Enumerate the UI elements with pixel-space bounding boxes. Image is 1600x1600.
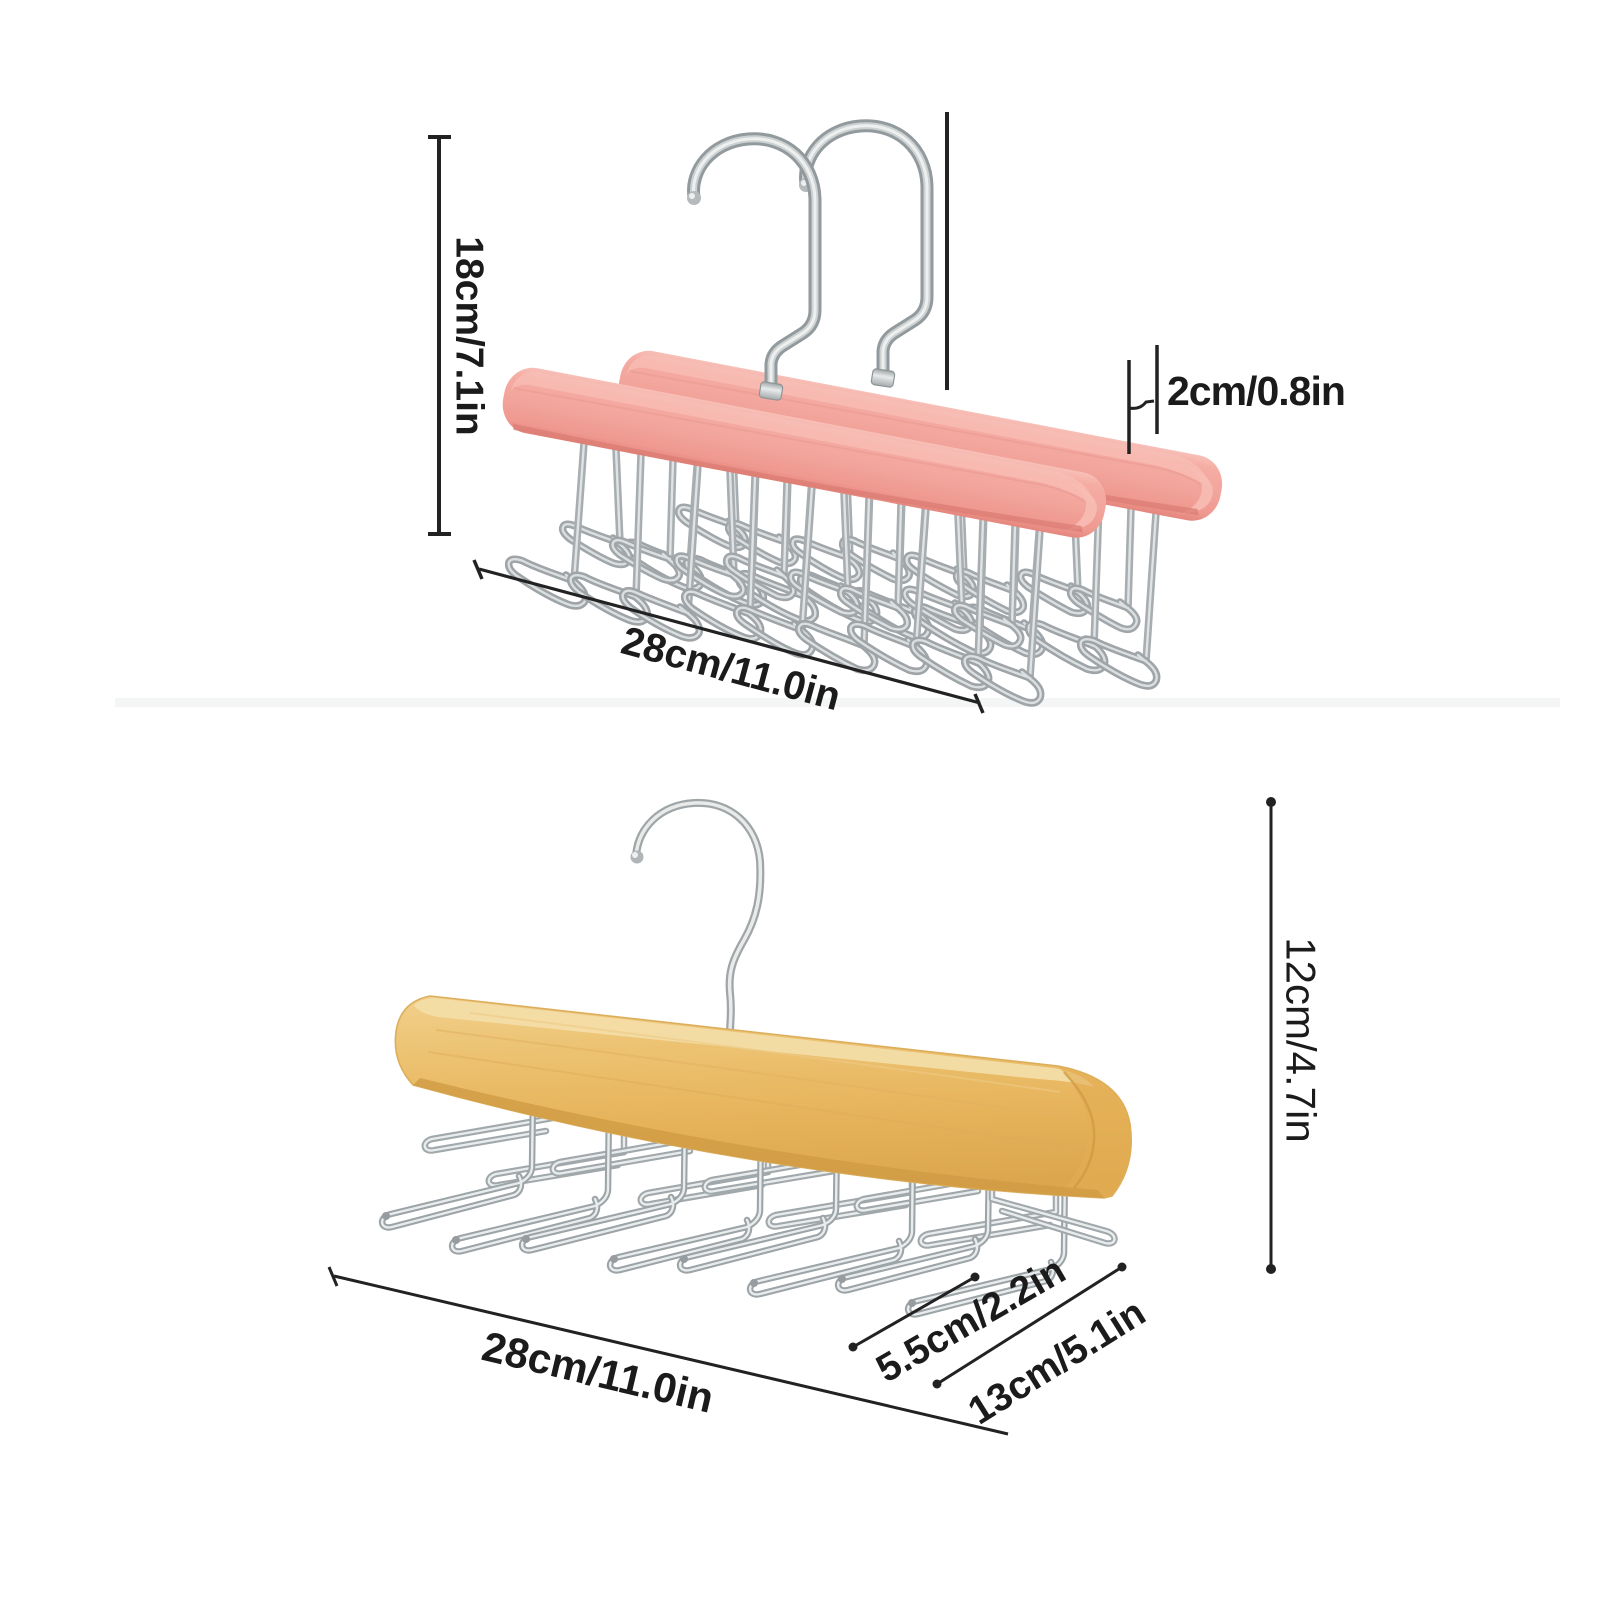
svg-text:12cm/4.7in: 12cm/4.7in bbox=[1278, 937, 1325, 1142]
svg-text:18cm/7.1in: 18cm/7.1in bbox=[448, 236, 491, 435]
svg-text:2cm/0.8in: 2cm/0.8in bbox=[1167, 368, 1345, 414]
